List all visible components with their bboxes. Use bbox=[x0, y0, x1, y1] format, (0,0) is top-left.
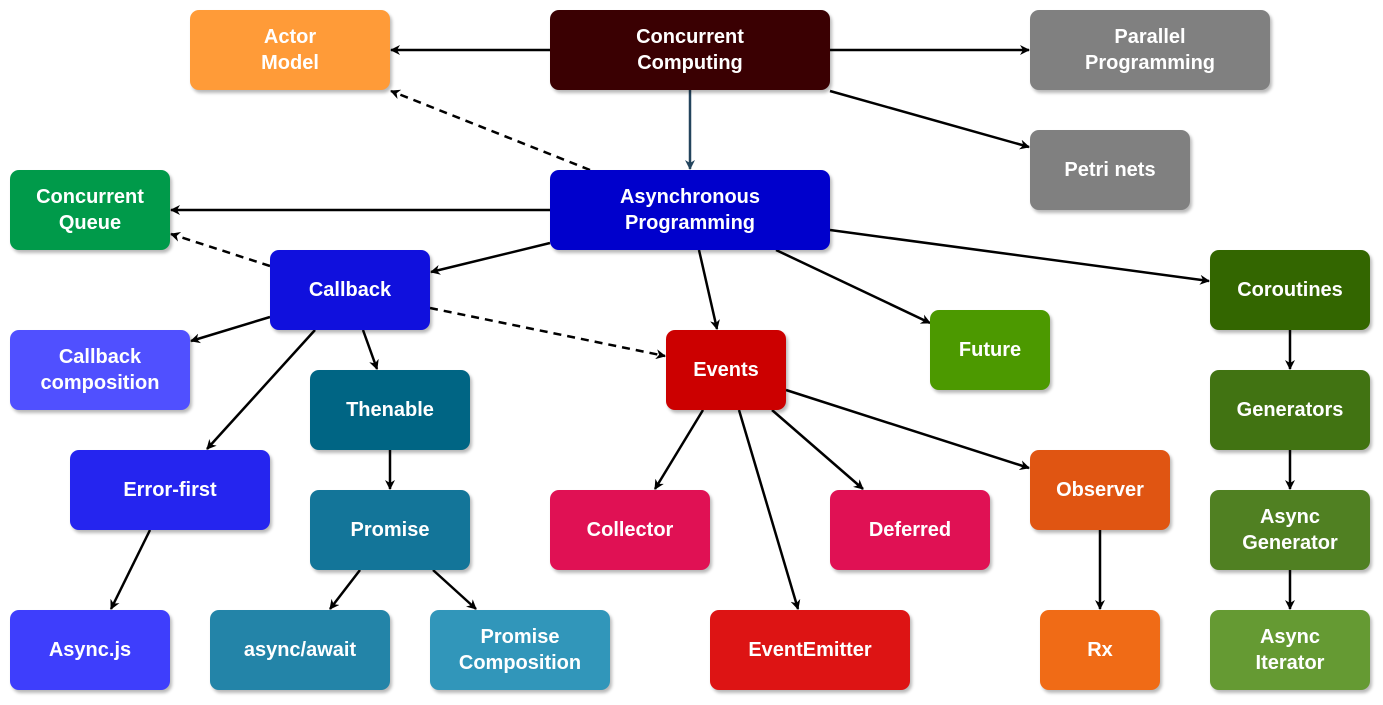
node-generators: Generators bbox=[1210, 370, 1370, 450]
node-error-first: Error-first bbox=[70, 450, 270, 530]
edge-asynchronous-programming-to-future bbox=[775, 248, 931, 325]
edge-promise-to-async-await bbox=[329, 569, 361, 610]
node-asynchronous-programming: Asynchronous Programming bbox=[550, 170, 830, 250]
edge-asynchronous-programming-to-actor-model bbox=[390, 89, 591, 172]
node-callback-composition: Callback composition bbox=[10, 330, 190, 410]
edge-callback-to-events bbox=[429, 306, 666, 360]
node-observer: Observer bbox=[1030, 450, 1170, 530]
node-async-js: Async.js bbox=[10, 610, 170, 690]
edge-asynchronous-programming-to-callback bbox=[430, 241, 551, 275]
edge-events-to-observer bbox=[785, 388, 1030, 471]
node-parallel-programming: Parallel Programming bbox=[1030, 10, 1270, 90]
node-async-iterator: Async Iterator bbox=[1210, 610, 1370, 690]
edge-asynchronous-programming-to-coroutines bbox=[829, 228, 1210, 285]
edge-events-to-event-emitter bbox=[737, 409, 801, 610]
node-concurrent-computing: Concurrent Computing bbox=[550, 10, 830, 90]
node-events: Events bbox=[666, 330, 786, 410]
edge-callback-to-callback-composition bbox=[190, 315, 271, 344]
node-async-await: async/await bbox=[210, 610, 390, 690]
node-async-generator: Async Generator bbox=[1210, 490, 1370, 570]
edge-events-to-deferred bbox=[771, 409, 864, 490]
node-collector: Collector bbox=[550, 490, 710, 570]
edge-error-first-to-async-js bbox=[109, 529, 152, 610]
edge-callback-to-thenable bbox=[361, 329, 379, 370]
node-coroutines: Coroutines bbox=[1210, 250, 1370, 330]
node-promise-composition: Promise Composition bbox=[430, 610, 610, 690]
node-event-emitter: EventEmitter bbox=[710, 610, 910, 690]
edge-promise-to-promise-composition bbox=[432, 569, 477, 610]
node-concurrent-queue: Concurrent Queue bbox=[10, 170, 170, 250]
edge-events-to-collector bbox=[653, 409, 705, 490]
edge-callback-to-error-first bbox=[206, 329, 316, 450]
node-callback: Callback bbox=[270, 250, 430, 330]
edge-asynchronous-programming-to-events bbox=[697, 249, 720, 330]
node-rx: Rx bbox=[1040, 610, 1160, 690]
edge-concurrent-computing-to-petri-nets bbox=[829, 89, 1030, 150]
node-thenable: Thenable bbox=[310, 370, 470, 450]
node-actor-model: Actor Model bbox=[190, 10, 390, 90]
node-future: Future bbox=[930, 310, 1050, 390]
node-petri-nets: Petri nets bbox=[1030, 130, 1190, 210]
edge-callback-to-concurrent-queue bbox=[170, 232, 271, 268]
node-promise: Promise bbox=[310, 490, 470, 570]
node-deferred: Deferred bbox=[830, 490, 990, 570]
